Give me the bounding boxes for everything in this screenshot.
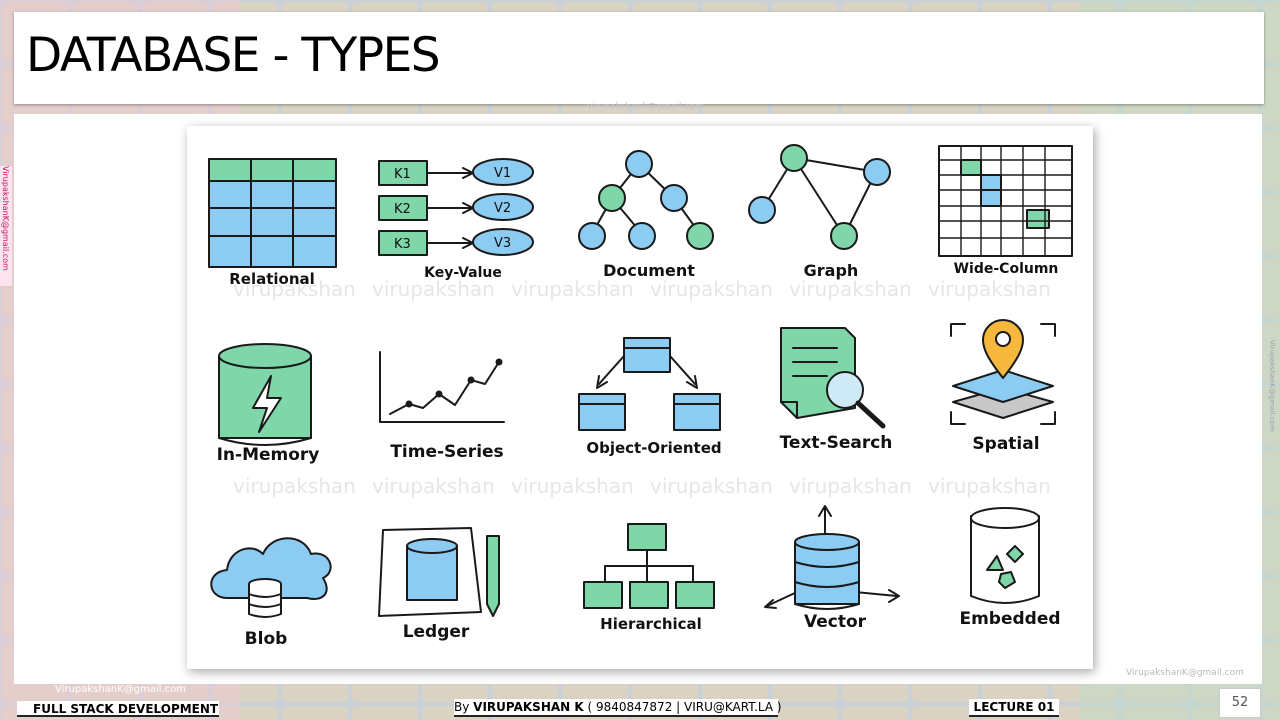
word-watermarks: virupakshan virupakshan virupakshan viru… bbox=[233, 277, 1051, 498]
vector-database-icon bbox=[764, 505, 900, 610]
kv-value: V2 bbox=[494, 201, 511, 216]
side-email-watermark: VirupakshanK@gmail.com bbox=[1, 166, 10, 271]
wm-word: virupakshan bbox=[789, 277, 912, 301]
key-value-icon bbox=[378, 158, 534, 256]
page-number: 52 bbox=[1219, 688, 1261, 718]
object-oriented-icon bbox=[578, 337, 721, 431]
right-edge-watermark: VirupakshanK@gmail.com bbox=[1268, 340, 1276, 432]
text-search-icon bbox=[780, 327, 886, 429]
author-name: VIRUPAKSHAN K bbox=[473, 700, 584, 714]
wm-word: virupakshan bbox=[372, 277, 495, 301]
side-watermark-strip: VirupakshanK@gmail.com bbox=[0, 166, 12, 286]
wm-word: virupakshan bbox=[372, 474, 495, 498]
wm-word: virupakshan bbox=[928, 474, 1051, 498]
course-name: FULL STACK DEVELOPMENT bbox=[17, 701, 219, 717]
type-label: Text-Search bbox=[780, 433, 893, 453]
kv-value: V3 bbox=[494, 236, 511, 251]
type-label: Document bbox=[603, 261, 695, 280]
type-label: Spatial bbox=[972, 434, 1039, 454]
blob-cloud-icon bbox=[210, 537, 332, 618]
wm-word: virupakshan bbox=[233, 277, 356, 301]
wide-column-grid-icon bbox=[938, 145, 1073, 257]
type-label: Hierarchical bbox=[600, 615, 702, 633]
wm-word: virupakshan bbox=[233, 474, 356, 498]
type-label: Graph bbox=[804, 261, 859, 280]
kv-key: K3 bbox=[394, 237, 411, 252]
kv-key: K2 bbox=[394, 202, 411, 217]
key-value-text: K1 K2 K3 V1 V2 V3 bbox=[394, 166, 511, 252]
wm-word: virupakshan bbox=[511, 277, 634, 301]
time-series-chart-icon bbox=[379, 351, 505, 423]
type-label: Vector bbox=[804, 612, 867, 632]
in-memory-lightning-icon bbox=[218, 343, 312, 446]
kv-value: V1 bbox=[494, 166, 511, 181]
wm-word: virupakshan bbox=[650, 474, 773, 498]
type-label: Ledger bbox=[403, 622, 470, 642]
type-label: Time-Series bbox=[390, 442, 503, 462]
author-prefix: By bbox=[454, 700, 474, 714]
hierarchical-icon bbox=[583, 523, 715, 609]
type-label: Embedded bbox=[959, 609, 1060, 629]
slide-title: DATABASE - TYPES bbox=[26, 28, 441, 83]
email-watermark-top: virupakshank@gmail.com bbox=[587, 102, 704, 112]
database-types-figure: virupakshan virupakshan virupakshan viru… bbox=[187, 126, 1093, 669]
email-watermark-left: VirupakshanK@gmail.com bbox=[55, 684, 186, 695]
document-tree-icon bbox=[578, 150, 714, 250]
wm-word: virupakshan bbox=[511, 474, 634, 498]
kv-key: K1 bbox=[394, 167, 411, 182]
wm-word: virupakshan bbox=[789, 474, 912, 498]
graph-nodes-icon bbox=[748, 144, 891, 250]
relational-table-icon bbox=[208, 158, 337, 268]
wm-word: virupakshan bbox=[928, 277, 1051, 301]
database-types-illustration: virupakshan virupakshan virupakshan viru… bbox=[208, 144, 1073, 649]
type-label: Object-Oriented bbox=[586, 439, 721, 457]
embedded-database-icon bbox=[970, 507, 1040, 604]
author-credit: By VIRUPAKSHAN K ( 9840847872 | VIRU@KAR… bbox=[454, 699, 782, 717]
type-label: In-Memory bbox=[217, 445, 320, 465]
title-bar: DATABASE - TYPES bbox=[14, 12, 1264, 104]
wm-word: virupakshan bbox=[650, 277, 773, 301]
type-label: Blob bbox=[245, 629, 288, 649]
type-label: Wide-Column bbox=[954, 261, 1059, 277]
type-labels: Relational Key-Value Document Graph Wide… bbox=[217, 261, 1061, 649]
lecture-number: LECTURE 01 bbox=[969, 699, 1059, 717]
type-label: Relational bbox=[229, 270, 315, 288]
ledger-book-pen-icon bbox=[378, 527, 500, 617]
email-watermark-right: VirupakshanK@gmail.com bbox=[1126, 668, 1244, 678]
spatial-map-pin-icon bbox=[950, 319, 1056, 425]
type-label: Key-Value bbox=[424, 265, 502, 281]
author-contact: ( 9840847872 | VIRU@KART.LA ) bbox=[583, 700, 782, 714]
